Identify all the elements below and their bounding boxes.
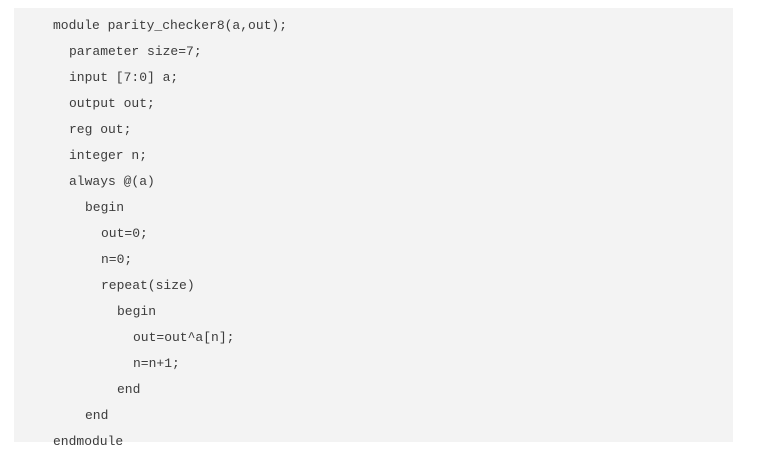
code-line: out=0; — [101, 226, 148, 241]
code-line: n=0; — [101, 252, 133, 267]
code-line: repeat(size) — [101, 278, 195, 293]
code-line: out=out^a[n]; — [133, 330, 235, 345]
code-line: reg out; — [69, 122, 132, 137]
code-line: begin — [85, 200, 125, 215]
code-line: module parity_checker8(a,out); — [53, 18, 288, 33]
code-line: end — [117, 382, 141, 397]
code-line: always @(a) — [69, 174, 155, 189]
code-line: parameter size=7; — [69, 44, 202, 59]
code-line: integer n; — [69, 148, 148, 163]
code-line: n=n+1; — [133, 356, 180, 371]
code-line: endmodule — [53, 434, 124, 449]
code-block: module parity_checker8(a,out); parameter … — [14, 8, 733, 449]
code-line: input [7:0] a; — [69, 70, 179, 85]
code-line: output out; — [69, 96, 155, 111]
code-line: end — [85, 408, 109, 423]
code-line: begin — [117, 304, 157, 319]
